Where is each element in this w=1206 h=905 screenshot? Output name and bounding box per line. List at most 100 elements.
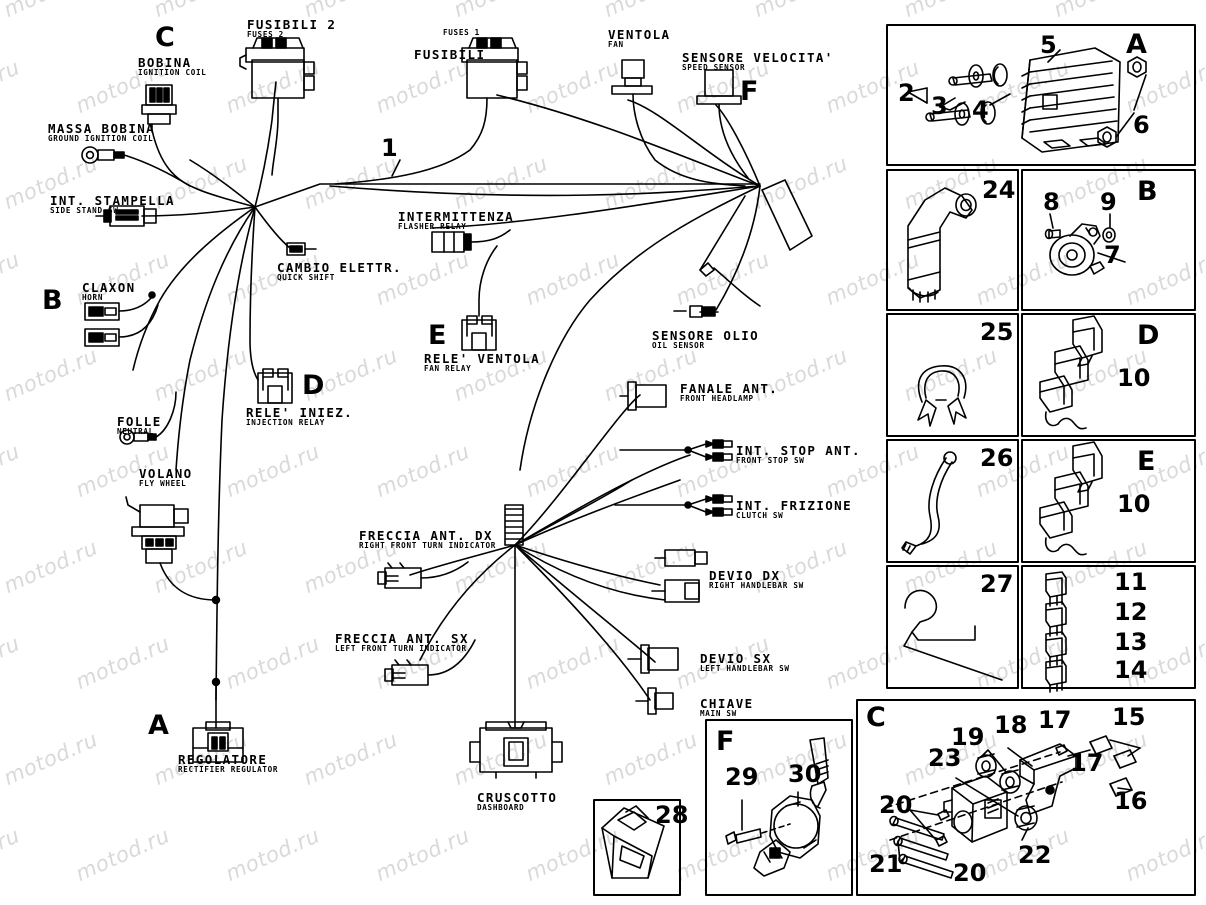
label-volano-en: FLY WHEEL <box>139 479 187 489</box>
cruscotto-connector <box>469 721 563 779</box>
label-volano-it: VOLANO <box>139 466 193 481</box>
volano-connector <box>125 496 221 687</box>
label-bobina: BOBINA IGNITION COIL <box>138 56 207 77</box>
label-sensore-velocita-it: SENSORE VELOCITA' <box>682 50 834 65</box>
label-massa-bobina-en: GROUND IGNITION COIL <box>48 134 154 144</box>
label-folle: FOLLE NEUTRAL <box>117 415 162 436</box>
label-sensore-velocita: SENSORE VELOCITA' SPEED SENSOR <box>682 51 834 72</box>
badge-f-speed: F <box>740 76 759 107</box>
int-stop-ant-connectors <box>619 439 733 462</box>
panel-c-num-16: 16 <box>1114 787 1148 815</box>
label-fanale-ant: FANALE ANT. FRONT HEADLAMP <box>680 382 778 403</box>
ventola-part <box>611 59 746 187</box>
harness-lower-node <box>409 394 691 729</box>
panel-b-num-9: 9 <box>1100 188 1117 216</box>
label-int-stampella-it: INT. STAMPELLA <box>50 193 175 208</box>
label-freccia-dx: FRECCIA ANT. DX RIGHT FRONT TURN INDICAT… <box>359 529 496 550</box>
label-int-stampella: INT. STAMPELLA SIDE STAND SW <box>50 194 175 215</box>
panel-a-badge: A <box>1126 29 1147 60</box>
panel-fuse-num-14: 14 <box>1114 656 1148 684</box>
label-devio-dx-it: DEVIO DX <box>709 568 781 583</box>
devio-sx-connector <box>627 644 679 674</box>
harness-right-junction <box>329 94 761 471</box>
badge-c-bobina: C <box>155 22 175 53</box>
label-rele-iniez: RELE' INIEZ. INJECTION RELAY <box>246 406 353 427</box>
label-cruscotto-en: DASHBOARD <box>477 803 525 813</box>
label-bobina-it: BOBINA <box>138 55 192 70</box>
label-folle-it: FOLLE <box>117 414 162 429</box>
panel-e-num-10: 10 <box>1117 490 1151 518</box>
label-ventola: VENTOLA FAN <box>608 28 670 49</box>
freccia-sx-connector <box>384 639 476 686</box>
panel-27-art <box>903 589 1003 681</box>
regolatore-connector <box>192 681 244 763</box>
label-ventola-en: FAN <box>608 40 624 50</box>
label-int-frizione-en: CLUTCH SW <box>736 511 784 521</box>
panel-28-art <box>601 805 665 879</box>
freccia-dx-connector <box>377 561 469 589</box>
panel-26-num: 26 <box>980 444 1014 472</box>
panel-c-badge: C <box>866 702 886 733</box>
panel-25-art <box>917 365 967 427</box>
devio-dx-connectors <box>651 549 708 603</box>
label-fanale-ant-it: FANALE ANT. <box>680 381 779 396</box>
label-fanale-ant-en: FRONT HEADLAMP <box>680 394 754 404</box>
label-chiave-it: CHIAVE <box>700 696 754 711</box>
callout-harness-1: 1 <box>381 134 398 162</box>
label-fusibili-it-wrap: FUSIBILI <box>414 48 485 61</box>
panel-c-num-17b: 17 <box>1070 749 1104 777</box>
label-fusibili-it: FUSIBILI <box>414 47 486 62</box>
label-rele-ventola: RELE' VENTOLA FAN RELAY <box>424 352 540 373</box>
panel-a-num-6: 6 <box>1133 111 1150 139</box>
panel-e-art <box>1039 441 1103 556</box>
label-volano: VOLANO FLY WHEEL <box>139 467 193 488</box>
panel-fuse-num-11: 11 <box>1114 568 1148 596</box>
label-cambio-elettr-en: QUICK SHIFT <box>277 273 335 283</box>
cambio-elettr-connector <box>286 242 317 256</box>
panel-d-badge: D <box>1137 320 1160 351</box>
panel-a-num-5: 5 <box>1040 31 1057 59</box>
panel-c-num-17a: 17 <box>1038 706 1072 734</box>
label-claxon-it: CLAXON <box>82 280 136 295</box>
label-freccia-dx-en: RIGHT FRONT TURN INDICATOR <box>359 541 497 551</box>
bobina-connector <box>141 84 177 131</box>
panel-24-num: 24 <box>982 176 1016 204</box>
label-sensore-olio: SENSORE OLIO OIL SENSOR <box>652 329 759 350</box>
label-rele-ventola-it: RELE' VENTOLA <box>424 351 541 366</box>
panel-a-num-2: 2 <box>898 79 915 107</box>
panel-f-num-29: 29 <box>725 763 759 791</box>
label-devio-sx: DEVIO SX LEFT HANDLEBAR SW <box>700 652 790 673</box>
panel-28-num: 28 <box>655 801 689 829</box>
label-devio-sx-it: DEVIO SX <box>700 651 772 666</box>
label-folle-en: NEUTRAL <box>117 427 154 437</box>
rele-ventola-connector <box>461 245 498 351</box>
label-cambio-elettr-it: CAMBIO ELETTR. <box>277 260 402 275</box>
label-fusibili-en: FUSES 1 <box>443 28 480 37</box>
badge-d-injrelay: D <box>302 370 325 401</box>
fusibili2-block <box>239 37 315 176</box>
fanale-ant-connector <box>619 381 667 411</box>
panel-a-num-3: 3 <box>931 92 948 120</box>
label-cruscotto: CRUSCOTTO DASHBOARD <box>477 791 557 812</box>
panel-fuses-art <box>1045 571 1067 693</box>
panel-24-art <box>907 187 977 303</box>
panel-f-art <box>725 737 829 877</box>
label-devio-sx-en: LEFT HANDLEBAR SW <box>700 664 790 674</box>
label-sensore-olio-it: SENSORE OLIO <box>652 328 760 343</box>
panel-27-num: 27 <box>980 570 1014 598</box>
panel-fuse-num-13: 13 <box>1114 628 1148 656</box>
label-bobina-en: IGNITION COIL <box>138 68 207 78</box>
panel-b-badge: B <box>1137 176 1158 207</box>
label-chiave-en: MAIN SW <box>700 709 737 719</box>
panel-c-num-23: 23 <box>928 744 962 772</box>
panel-d-art <box>1039 315 1103 430</box>
label-ventola-it: VENTOLA <box>608 27 671 42</box>
sensore-velocita-part <box>696 69 749 179</box>
label-freccia-dx-it: FRECCIA ANT. DX <box>359 528 493 543</box>
panel-c-num-21: 21 <box>869 850 903 878</box>
panel-d-num-10: 10 <box>1117 364 1151 392</box>
label-sensore-olio-en: OIL SENSOR <box>652 341 705 351</box>
label-cruscotto-it: CRUSCOTTO <box>477 790 558 805</box>
